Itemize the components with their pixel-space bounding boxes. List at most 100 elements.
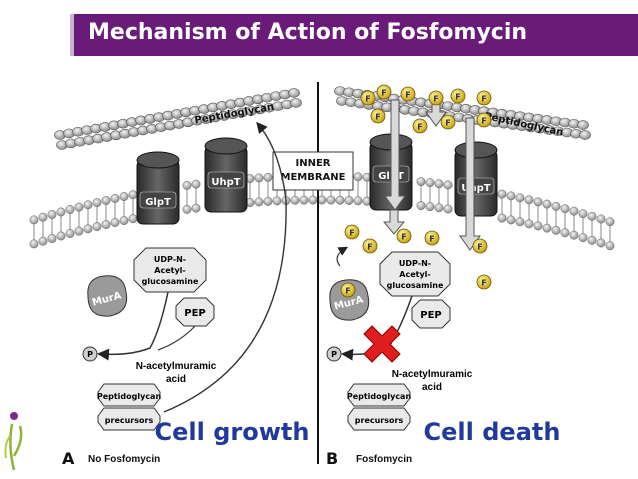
lipid-head: [542, 223, 552, 233]
fosfomycin-symbol: F: [405, 91, 410, 100]
fosfomycin-symbol: F: [455, 93, 460, 102]
fosfomycin-molecule: F: [344, 224, 360, 240]
fosfomycin-molecule: F: [476, 274, 492, 290]
lipid-head: [92, 198, 102, 208]
lipid-head: [578, 209, 588, 219]
peptidoglycan-strand-a: [54, 88, 302, 150]
lipid-head: [515, 217, 525, 227]
lipid-head: [65, 205, 75, 214]
peptidoglycan-bead: [577, 120, 589, 130]
lipid-head: [254, 173, 264, 183]
panel-b-letter: B: [326, 449, 338, 468]
lipid-head: [191, 179, 201, 189]
lipid-head: [524, 195, 534, 205]
drug-binding-arrow-b: [336, 246, 349, 267]
fosfomycin-molecule: F: [424, 230, 440, 246]
lipid-head: [254, 197, 264, 207]
lipid-head: [128, 214, 138, 224]
lipid-head: [38, 212, 48, 222]
panel-a-letter: A: [62, 449, 75, 468]
fosfomycin-symbol: F: [481, 117, 486, 126]
fosfomycin-molecule: F: [476, 90, 492, 106]
fosfomycin-symbol: F: [367, 243, 372, 252]
lipid-head: [119, 192, 129, 202]
lipid-head: [569, 230, 579, 240]
fosfomycin-symbol: F: [481, 95, 486, 104]
inner-membrane-box: INNER MEMBRANE: [272, 151, 354, 191]
peptidoglycan-bead: [290, 98, 302, 108]
panel-a-caption: No Fosfomycin: [88, 454, 160, 465]
fosfomycin-symbol: F: [417, 123, 422, 132]
lipid-head: [29, 239, 39, 249]
lipid-head: [416, 177, 426, 187]
fosfomycin-molecule: F: [440, 114, 456, 130]
plant-logo-icon: [4, 412, 23, 471]
lipid-head: [542, 199, 552, 209]
lipid-head: [497, 189, 507, 199]
fosfomycin-molecule: F: [472, 238, 488, 254]
lipid-head: [326, 195, 336, 205]
udp-line-3-b: glucosamine: [387, 281, 444, 290]
lipid-head: [605, 217, 615, 227]
lipid-head: [74, 202, 84, 212]
fosfomycin-symbol: F: [365, 95, 370, 104]
lipid-head: [434, 179, 444, 189]
fosfomycin-molecule: F: [428, 90, 444, 106]
phosphate-label-b: P: [331, 350, 337, 359]
lipid-head: [308, 195, 318, 205]
lipid-head: [56, 231, 66, 241]
fosfomycin-symbol: F: [349, 229, 354, 238]
lipid-head: [335, 195, 345, 205]
fosfomycin-symbol: F: [477, 243, 482, 252]
lipid-head: [533, 197, 543, 207]
mura-enzyme-a: MurA: [87, 275, 128, 317]
lipid-head: [110, 218, 120, 227]
fosfomycin-molecule: F: [362, 238, 378, 254]
lipid-head: [587, 235, 597, 245]
precursor-line-1-b: Peptidoglycan: [347, 392, 412, 401]
peptidoglycan-bead: [288, 88, 300, 98]
lipid-head: [83, 224, 93, 234]
product-line-1-b: N-acetylmuramic: [392, 369, 473, 380]
inner-membrane-line-2: MEMBRANE: [281, 172, 346, 183]
lipid-head: [524, 219, 534, 229]
lipid-head: [101, 196, 111, 205]
lipid-head: [101, 220, 111, 229]
lipid-head: [263, 196, 273, 206]
uhpt-label-a: UhpT: [211, 177, 240, 188]
lipid-head: [182, 180, 192, 190]
lipid-head: [587, 211, 597, 221]
peptidoglycan-precursor-box-b: Peptidoglycan precursors: [347, 383, 412, 431]
fosfomycin-symbol: F: [445, 119, 450, 128]
phosphate-label-a: P: [87, 350, 93, 359]
inner-membrane-bilayer: [29, 171, 615, 251]
pep-arrow-a: [157, 325, 196, 351]
uhpt-transporter-b: UhpT: [454, 141, 498, 217]
precursor-line-1-a: Peptidoglycan: [97, 392, 162, 401]
precursor-line-2-b: precursors: [355, 416, 404, 425]
lipid-head: [353, 172, 363, 182]
lipid-head: [506, 215, 516, 225]
lipid-head: [74, 226, 84, 236]
panel-b-caption: Fosfomycin: [356, 454, 412, 465]
fosfomycin-symbol: F: [381, 89, 386, 98]
lipid-head: [83, 200, 93, 210]
synthesis-arrow-a: [163, 121, 287, 413]
fosfomycin-molecule: F: [370, 108, 386, 124]
lipid-head: [578, 233, 588, 243]
title-bar: Mechanism of Action of Fosfomycin: [0, 0, 638, 56]
product-line-1-a: N-acetylmuramic: [136, 361, 217, 372]
fosfomycin-symbol: F: [429, 235, 434, 244]
cell-death-label: Cell death: [424, 418, 561, 446]
lipid-head: [425, 178, 435, 188]
udp-line-2-a: Acetyl-: [154, 266, 185, 275]
udp-line-2-b: Acetyl-: [399, 270, 430, 279]
lipid-head: [119, 216, 129, 226]
fosfomycin-molecule: F: [412, 118, 428, 134]
lipid-head: [551, 201, 561, 211]
uhpt-transporter-a: UhpT: [204, 137, 248, 213]
fosfomycin-symbol: F: [401, 233, 406, 242]
lipid-head: [533, 221, 543, 231]
lipid-head: [515, 193, 525, 203]
